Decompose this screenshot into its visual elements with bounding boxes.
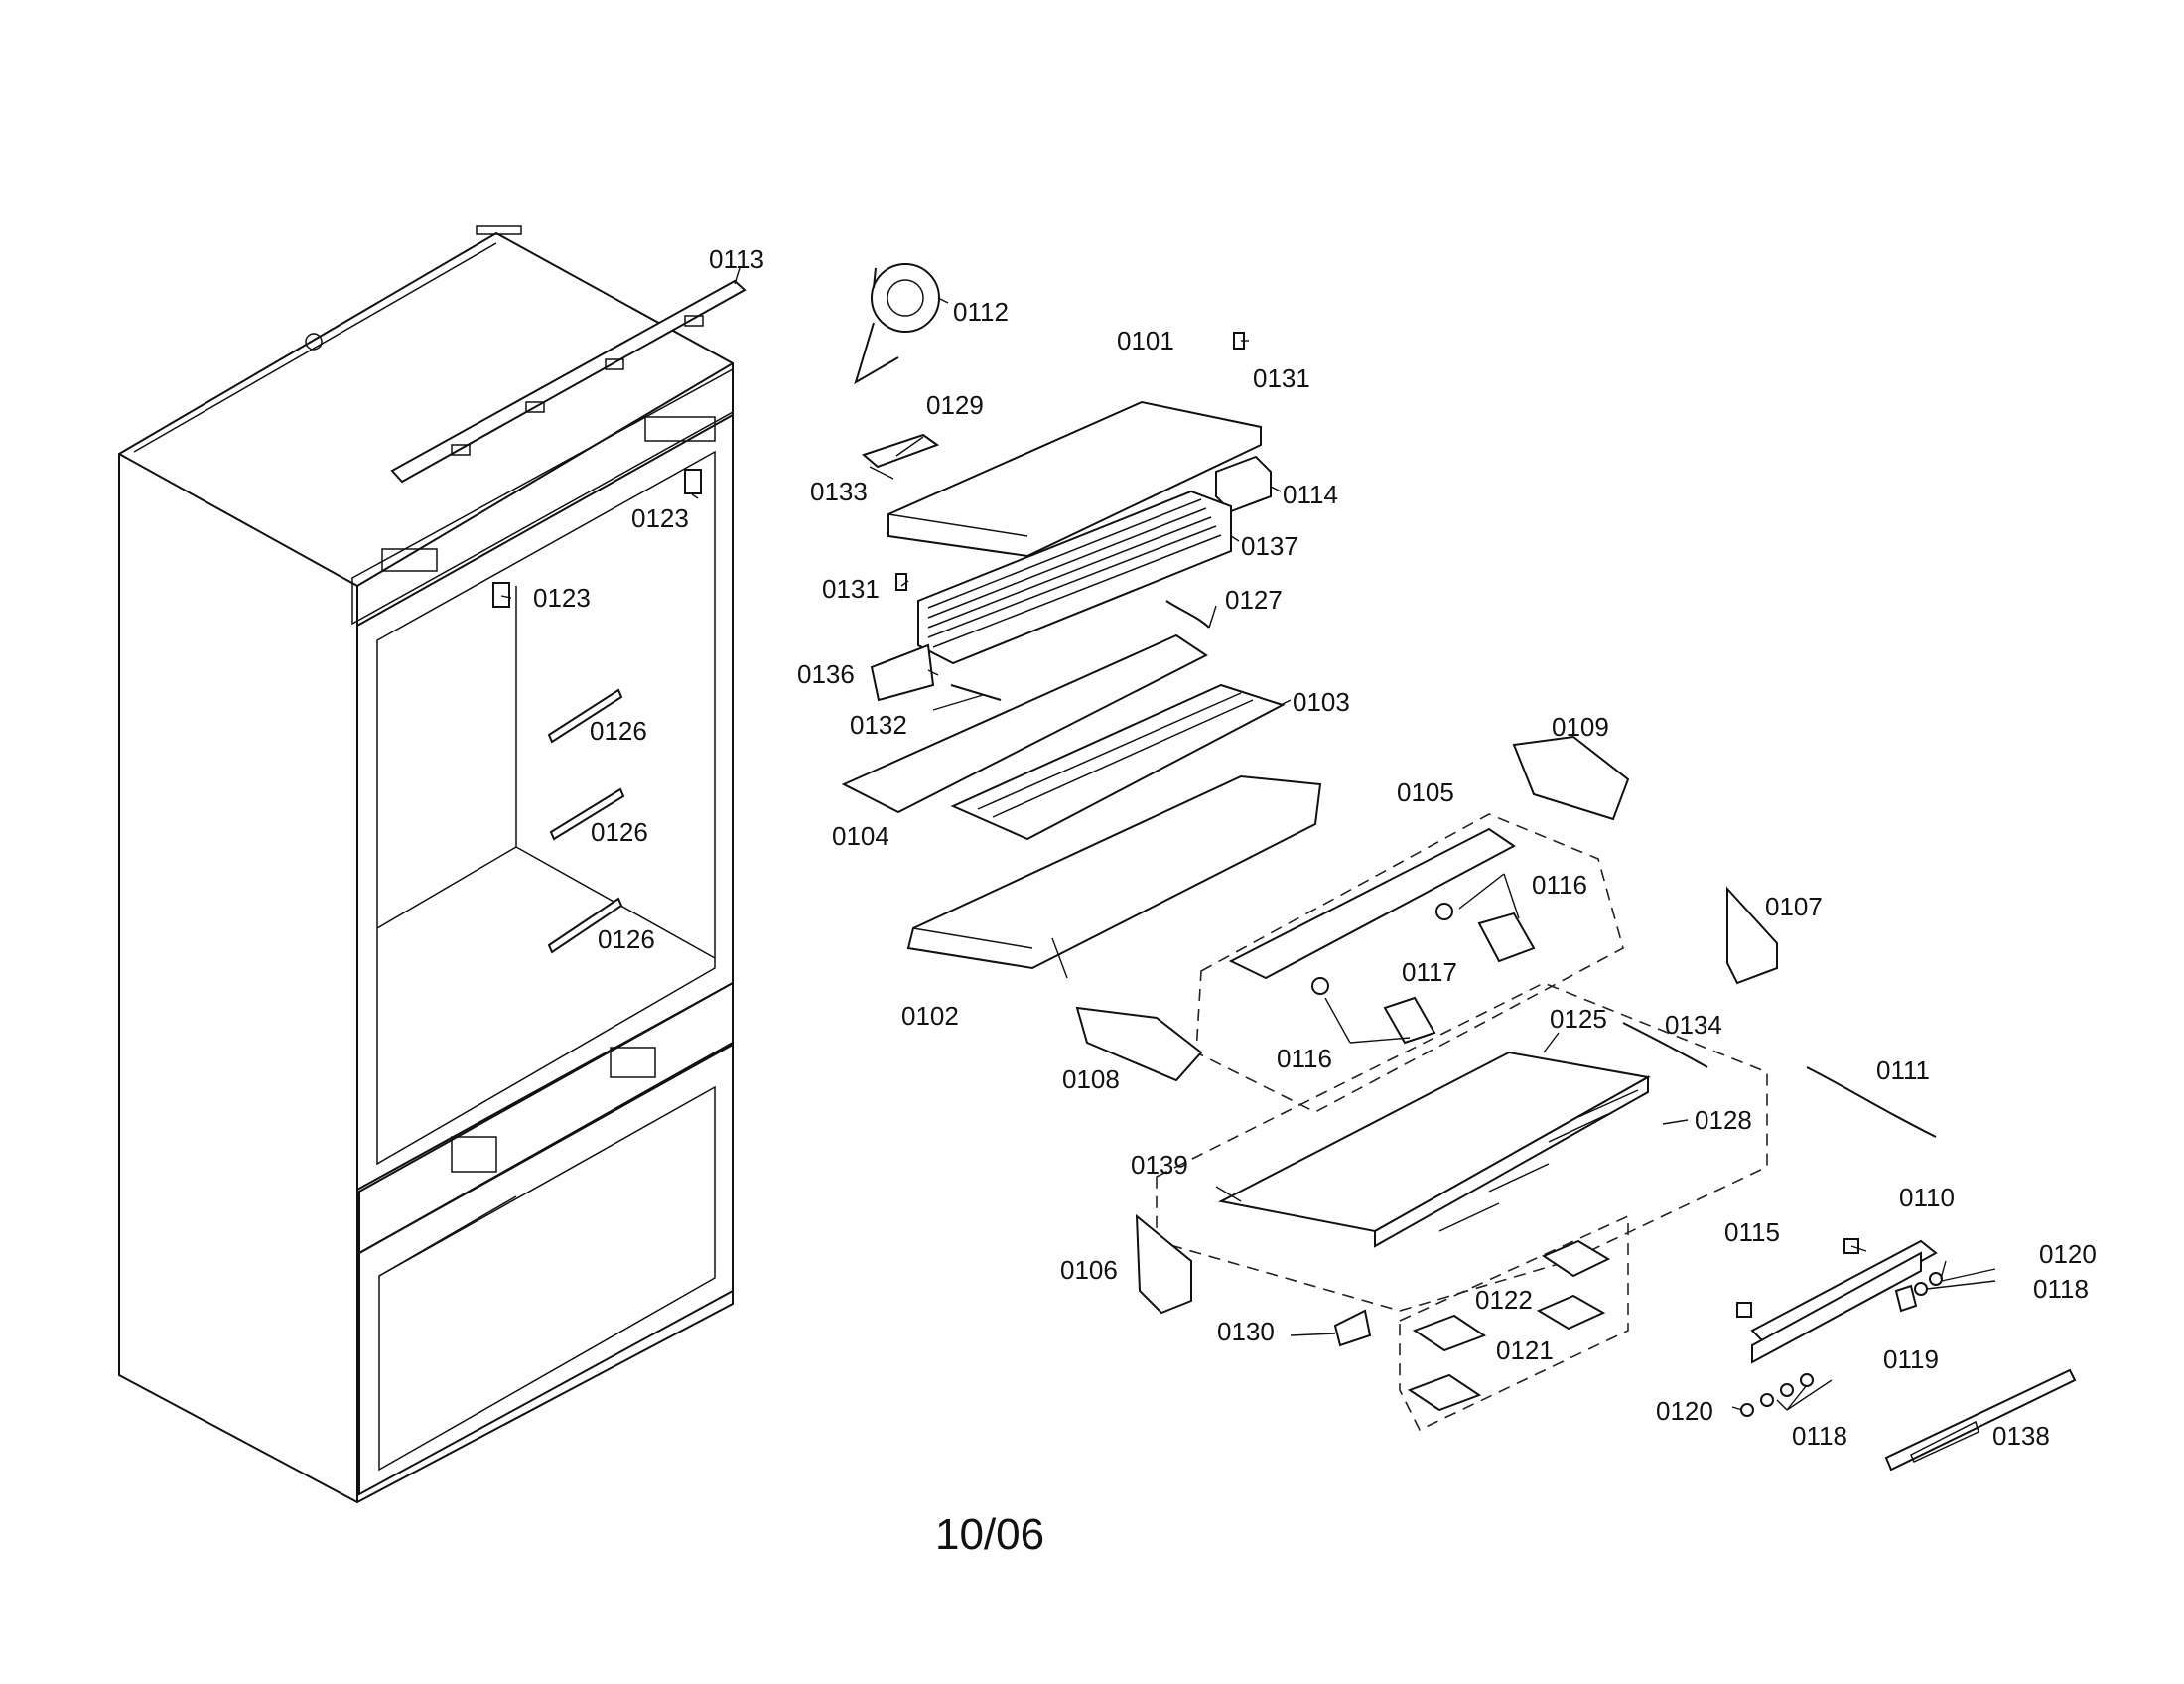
- label-0122: 0122: [1475, 1285, 1533, 1315]
- label-0136: 0136: [797, 659, 855, 689]
- label-0137: 0137: [1241, 531, 1298, 561]
- label-0131: 0131: [1253, 363, 1310, 393]
- label-0132: 0132: [850, 710, 907, 740]
- label-0114: 0114: [1283, 480, 1338, 509]
- label-0133: 0133: [810, 477, 868, 506]
- label-0113: 0113: [709, 244, 764, 274]
- label-0111: 0111: [1876, 1055, 1930, 1085]
- label-0139: 0139: [1131, 1150, 1188, 1180]
- label-0110: 0110: [1899, 1183, 1955, 1212]
- label-0104: 0104: [832, 821, 889, 851]
- label-0127: 0127: [1225, 585, 1283, 615]
- label-0109: 0109: [1552, 712, 1609, 742]
- label-0118: 0118: [1792, 1421, 1847, 1451]
- label-0116: 0116: [1532, 870, 1587, 900]
- label-0134: 0134: [1665, 1010, 1722, 1040]
- label-0128: 0128: [1695, 1105, 1752, 1135]
- part-labels: 0113 0112 0101 0131 0129 0133 0114 0123 …: [533, 244, 2097, 1451]
- label-0116: 0116: [1277, 1044, 1332, 1073]
- label-0119: 0119: [1883, 1344, 1939, 1374]
- label-0120: 0120: [2039, 1239, 2097, 1269]
- label-0117: 0117: [1402, 957, 1457, 987]
- label-0126: 0126: [591, 817, 648, 847]
- label-0129: 0129: [926, 390, 984, 420]
- label-0138: 0138: [1992, 1421, 2050, 1451]
- label-0126: 0126: [598, 924, 655, 954]
- label-0107: 0107: [1765, 892, 1823, 921]
- label-0131: 0131: [822, 574, 880, 604]
- label-0106: 0106: [1060, 1255, 1118, 1285]
- label-0101: 0101: [1117, 326, 1174, 355]
- upper-parts-drawing: [841, 263, 2077, 1472]
- label-0120: 0120: [1656, 1396, 1713, 1426]
- leader-lines: [500, 267, 1996, 1411]
- label-0121: 0121: [1496, 1335, 1554, 1365]
- cabinet-drawing: [118, 225, 747, 1504]
- label-0112: 0112: [953, 297, 1009, 327]
- label-0105: 0105: [1397, 777, 1454, 807]
- label-0123: 0123: [533, 583, 591, 613]
- label-0123: 0123: [631, 503, 689, 533]
- label-0125: 0125: [1550, 1004, 1607, 1034]
- diagram-date: 10/06: [935, 1510, 1044, 1559]
- label-0103: 0103: [1293, 687, 1350, 717]
- label-0118: 0118: [2033, 1274, 2089, 1304]
- label-0126: 0126: [590, 716, 647, 746]
- label-0130: 0130: [1217, 1317, 1275, 1346]
- label-0102: 0102: [901, 1001, 959, 1031]
- label-0115: 0115: [1724, 1217, 1780, 1247]
- label-0108: 0108: [1062, 1064, 1120, 1094]
